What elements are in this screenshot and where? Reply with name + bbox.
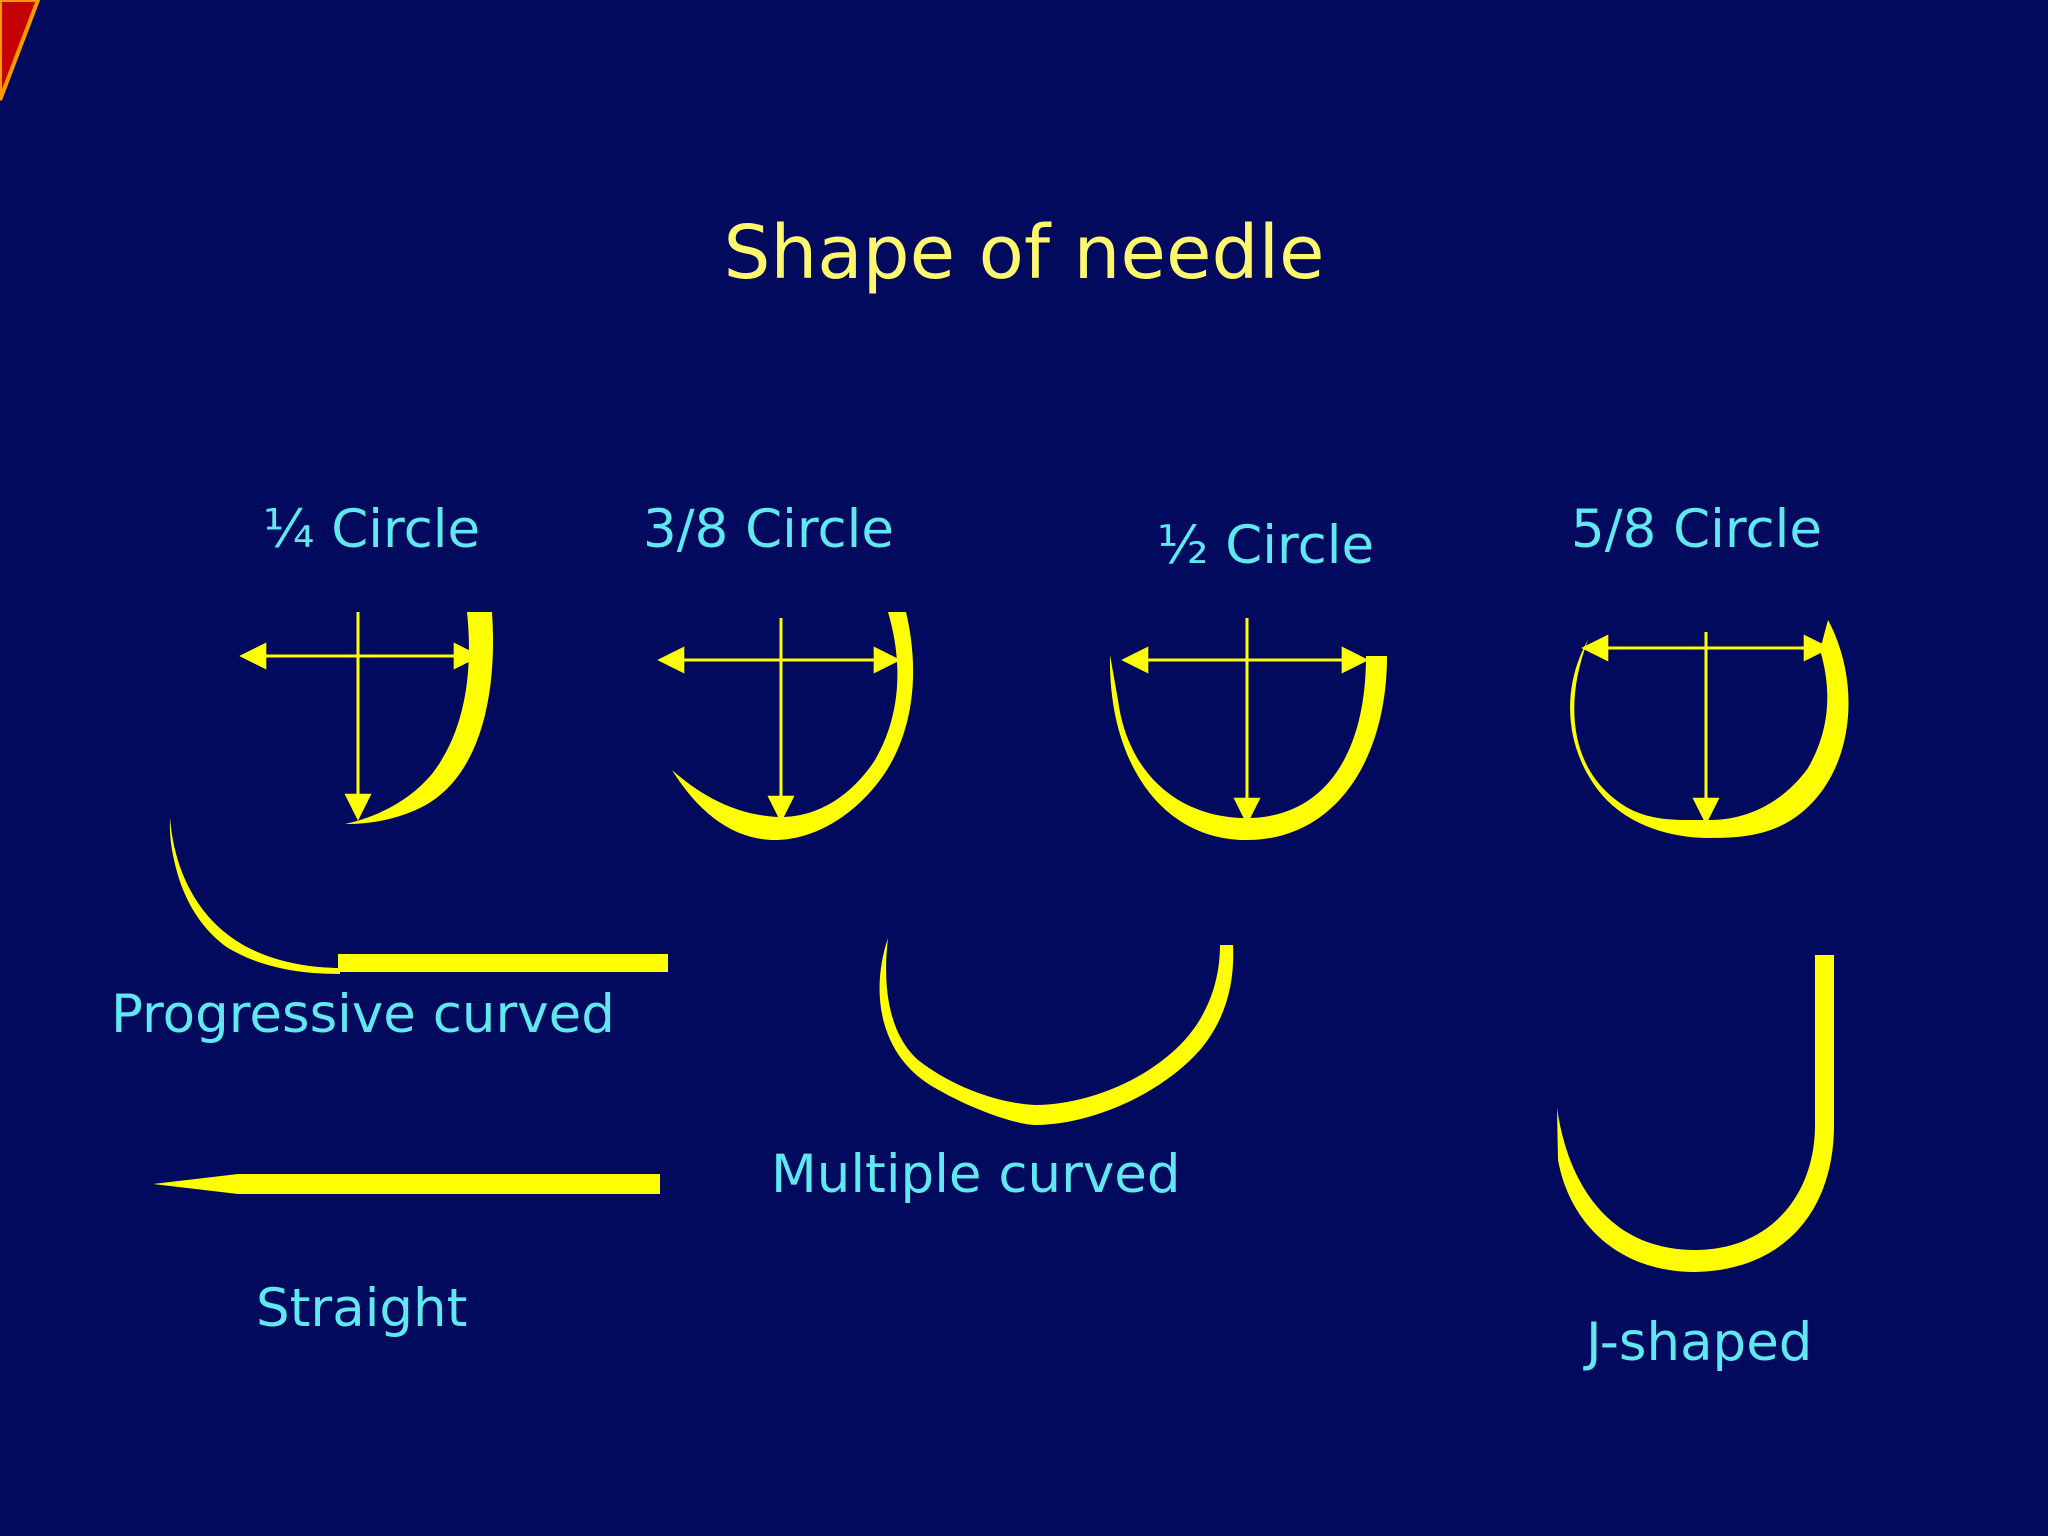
five-eighths-circle-needle xyxy=(1570,620,1849,838)
label-progressive-curved: Progressive curved xyxy=(111,984,615,1045)
label-half-circle: ½ Circle xyxy=(1157,515,1375,576)
corner-marker-icon xyxy=(0,0,41,101)
label-three-eighths-circle: 3/8 Circle xyxy=(643,499,894,560)
half-circle-needle xyxy=(1109,618,1387,840)
slide-title: Shape of needle xyxy=(723,210,1325,296)
quarter-circle-needle xyxy=(239,612,494,824)
three-eighths-circle-needle xyxy=(657,612,914,840)
progressive-curved-needle xyxy=(169,818,668,974)
label-five-eighths-circle: 5/8 Circle xyxy=(1571,499,1822,560)
straight-needle xyxy=(153,1174,660,1194)
j-shaped-needle xyxy=(1557,955,1834,1272)
label-j-shaped: J-shaped xyxy=(1586,1312,1813,1373)
multiple-curved-needle xyxy=(879,938,1234,1125)
label-quarter-circle: ¼ Circle xyxy=(263,499,481,560)
label-multiple-curved: Multiple curved xyxy=(771,1144,1181,1205)
label-straight: Straight xyxy=(256,1278,468,1339)
